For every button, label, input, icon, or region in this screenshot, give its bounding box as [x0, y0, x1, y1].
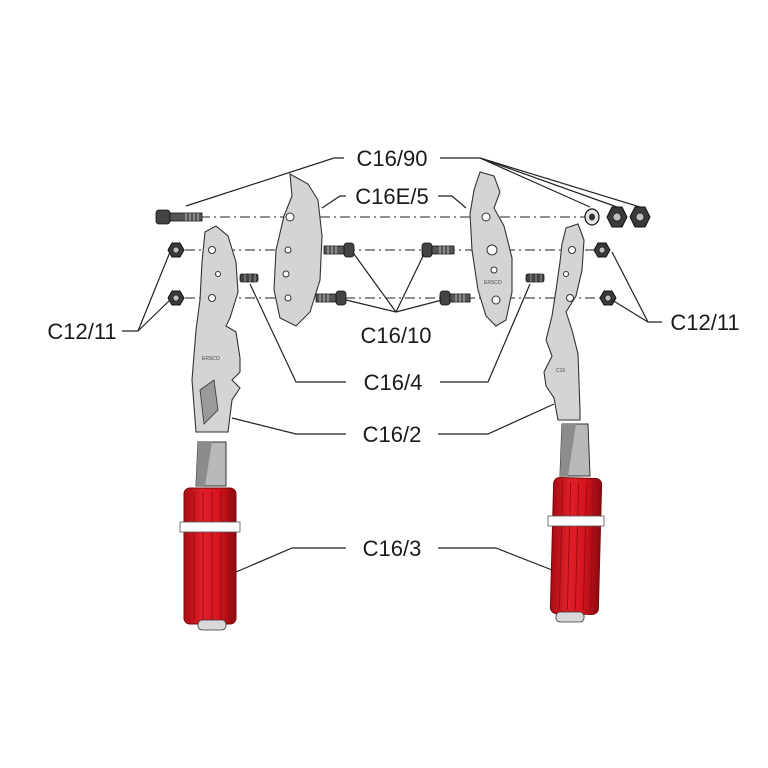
- leader-lines: [122, 157, 662, 573]
- nut-right-lower: [599, 290, 617, 306]
- pin-right: [525, 273, 545, 283]
- label-top-bolt: C16/90: [357, 146, 428, 171]
- blade-left: [273, 173, 323, 327]
- label-screws: C16/10: [361, 323, 432, 348]
- label-nut-left: C12/11: [47, 319, 116, 344]
- svg-text:C16: C16: [556, 368, 565, 374]
- label-arm: C16/2: [363, 422, 422, 447]
- washer-top-right: [584, 208, 600, 226]
- arm-right: C16: [543, 223, 585, 421]
- top-bolt-left: [155, 209, 203, 225]
- assembly-axes: [185, 216, 606, 299]
- handle-right: [547, 423, 605, 623]
- label-handle: C16/3: [363, 536, 422, 561]
- label-blade: C16E/5: [355, 184, 428, 209]
- screw-right-lower: [439, 290, 471, 306]
- arm-left: ERSCO: [191, 225, 241, 433]
- part-labels: C16/90 C16E/5 C12/11 C12/11 C16/10 C16/4…: [47, 146, 739, 561]
- nut-right-upper: [593, 242, 611, 258]
- nut-top-right-2: [629, 206, 651, 228]
- svg-text:ERSCO: ERSCO: [484, 280, 502, 286]
- screw-right-upper: [421, 242, 455, 258]
- svg-text:ERSCO: ERSCO: [202, 356, 220, 362]
- nut-top-right-1: [606, 206, 628, 228]
- blade-right: ERSCO: [469, 171, 513, 327]
- nut-left-lower: [167, 290, 185, 306]
- label-pin: C16/4: [364, 370, 423, 395]
- screw-left-upper: [323, 242, 355, 258]
- label-nut-right: C12/11: [670, 310, 739, 335]
- pin-left: [239, 273, 259, 283]
- handle-left: [179, 441, 241, 631]
- nut-left-upper: [167, 242, 185, 258]
- screw-left-lower: [315, 290, 347, 306]
